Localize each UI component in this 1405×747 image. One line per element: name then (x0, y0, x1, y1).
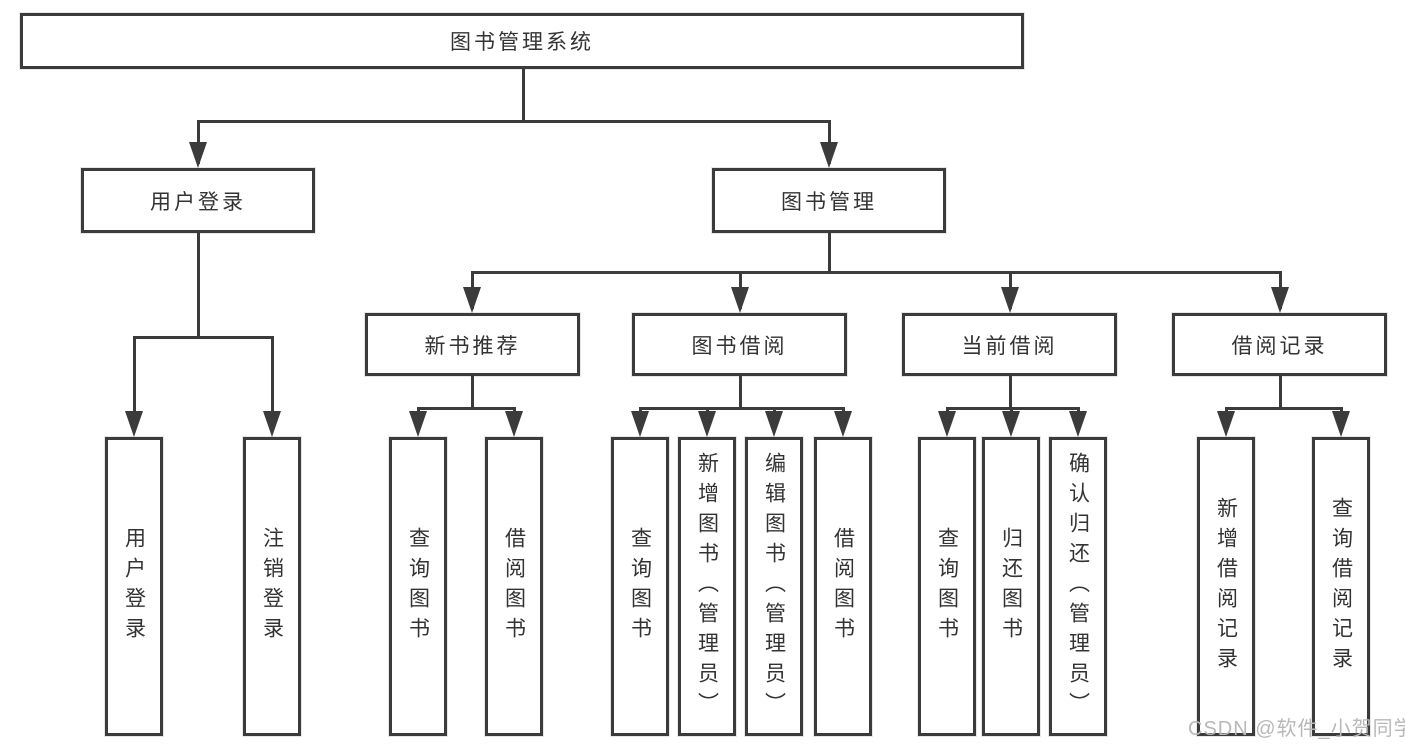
connector-line (470, 376, 474, 407)
node-label: 图书借阅 (691, 334, 788, 358)
arrowhead-icon (1069, 411, 1087, 437)
arrowhead-icon (631, 411, 649, 437)
arrowhead-icon (125, 411, 143, 437)
node-label: 查询图书 (406, 526, 430, 647)
arrowhead-icon (263, 411, 281, 437)
node-borrowing-records: 借阅记录 (1172, 313, 1387, 376)
connector-line (521, 69, 525, 120)
node-label: 借阅记录 (1231, 334, 1328, 358)
connector-line (738, 376, 742, 407)
connector-line (1224, 407, 1343, 410)
connector-line (470, 271, 1282, 274)
leaf-query-books-current: 查询图书 (918, 437, 976, 736)
node-label: 归还图书 (999, 526, 1023, 647)
arrowhead-icon (834, 411, 852, 437)
node-label: 编辑图书（管理员） (762, 451, 786, 722)
node-label: 借阅图书 (502, 526, 526, 647)
arrowhead-icon (820, 142, 838, 168)
leaf-query-books-recommend: 查询图书 (389, 437, 447, 736)
node-label: 图书管理系统 (450, 31, 594, 54)
connector-line (416, 407, 516, 410)
leaf-user-login: 用户登录 (105, 437, 163, 736)
leaf-logout: 注销登录 (243, 437, 301, 736)
leaf-query-borrow-record: 查询借阅记录 (1312, 437, 1370, 736)
node-book-management-branch: 图书管理 (712, 168, 946, 233)
arrowhead-icon (505, 411, 523, 437)
connector-line (945, 407, 1080, 410)
arrowhead-icon (1217, 411, 1235, 437)
node-label: 查询图书 (628, 526, 652, 647)
node-label: 新增图书（管理员） (695, 451, 719, 722)
arrowhead-icon (1332, 411, 1350, 437)
leaf-return-books: 归还图书 (982, 437, 1040, 736)
node-book-borrowing: 图书借阅 (632, 313, 847, 376)
node-label: 借阅图书 (831, 526, 855, 647)
leaf-borrow-books-recommend: 借阅图书 (485, 437, 543, 736)
arrowhead-icon (1271, 287, 1289, 313)
connector-line (132, 336, 136, 429)
node-label: 用户登录 (122, 526, 146, 647)
node-label: 新书推荐 (424, 334, 521, 358)
arrowhead-icon (731, 287, 749, 313)
arrowhead-icon (698, 411, 716, 437)
node-new-book-recommend: 新书推荐 (365, 313, 580, 376)
arrowhead-icon (938, 411, 956, 437)
node-label: 确认归还（管理员） (1066, 451, 1090, 722)
leaf-edit-books-admin: 编辑图书（管理员） (745, 437, 803, 736)
node-label: 用户登录 (150, 190, 246, 214)
node-label: 注销登录 (260, 526, 284, 647)
leaf-borrow-books: 借阅图书 (814, 437, 872, 736)
csdn-watermark: CSDN @软件_小贺同学 (1188, 718, 1405, 740)
connector-line (132, 336, 274, 339)
leaf-confirm-return-admin: 确认归还（管理员） (1049, 437, 1107, 736)
connector-line (196, 233, 200, 336)
node-user-login-branch: 用户登录 (81, 168, 315, 233)
connector-line (638, 407, 845, 410)
node-label: 查询图书 (935, 526, 959, 647)
node-label: 查询借阅记录 (1329, 496, 1353, 677)
leaf-query-books-borrow: 查询图书 (611, 437, 669, 736)
node-label: 图书管理 (781, 190, 877, 214)
arrowhead-icon (189, 142, 207, 168)
node-root-library-system: 图书管理系统 (20, 13, 1024, 69)
leaf-add-books-admin: 新增图书（管理员） (678, 437, 736, 736)
arrowhead-icon (1001, 287, 1019, 313)
node-current-borrowing: 当前借阅 (902, 313, 1117, 376)
connector-line (1008, 376, 1012, 407)
connector-line (196, 120, 831, 123)
connector-line (1278, 376, 1282, 407)
node-label: 当前借阅 (961, 334, 1058, 358)
arrowhead-icon (409, 411, 427, 437)
leaf-add-borrow-record: 新增借阅记录 (1197, 437, 1255, 736)
arrowhead-icon (765, 411, 783, 437)
arrowhead-icon (1002, 411, 1020, 437)
arrowhead-icon (463, 287, 481, 313)
connector-line (270, 336, 274, 429)
node-label: 新增借阅记录 (1214, 496, 1238, 677)
connector-line (827, 233, 831, 273)
